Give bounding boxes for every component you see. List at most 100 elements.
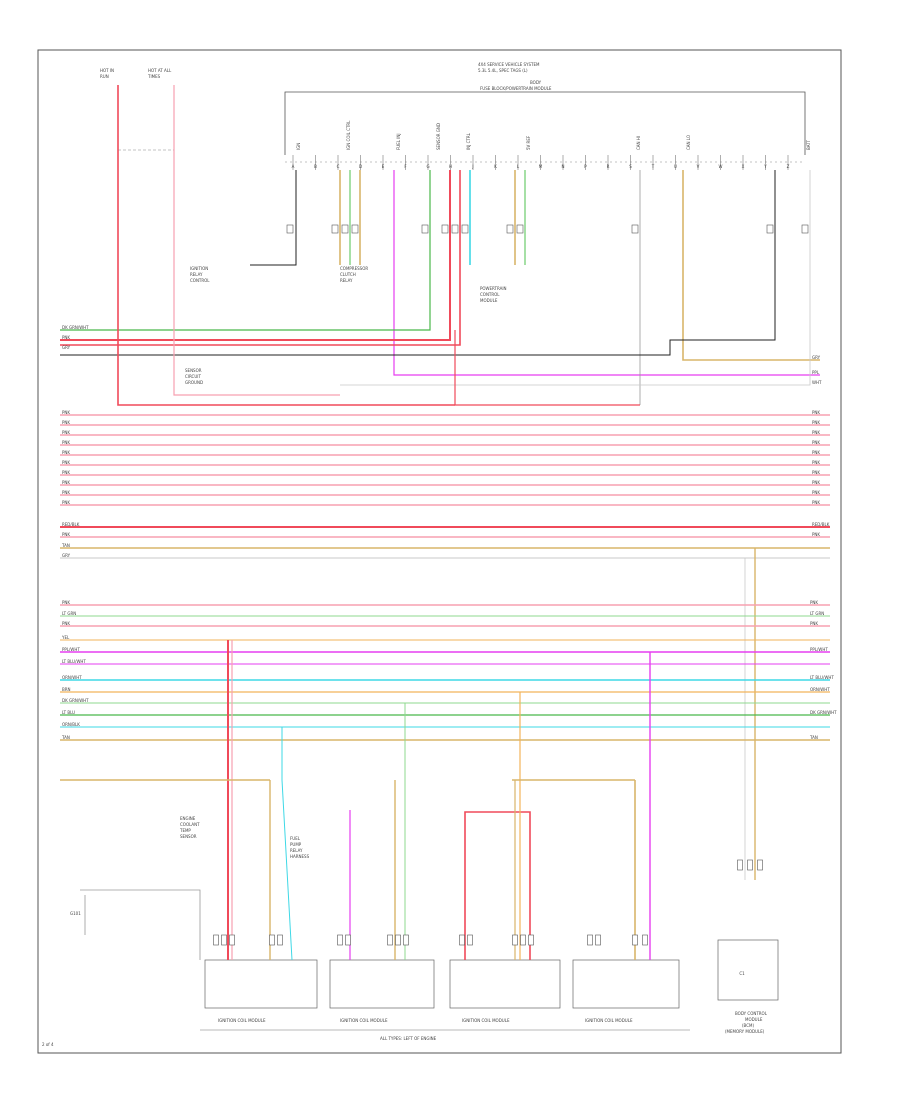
- connector-box-5: [441, 224, 449, 234]
- bus-pink-right-label-1: PNK: [812, 420, 820, 425]
- pcm-pin-label-W: W: [719, 164, 723, 169]
- bus-pink-right-label-5: PNK: [812, 460, 820, 465]
- connector-box-12: [801, 224, 809, 234]
- pcm-wire-red-1: [60, 170, 451, 341]
- bus-pink-left-label-4: PNK: [62, 450, 70, 455]
- bus-pink-right-label-0: PNK: [812, 410, 820, 415]
- coil-connector-0: [213, 934, 219, 946]
- pcm-wire-black: [60, 170, 776, 356]
- coil-connector-5: [337, 934, 343, 946]
- coil-module-4: [572, 959, 680, 1009]
- bus3-right-label-6: DK GRN/WHT: [810, 710, 837, 715]
- bus3-left-label-5: LT BLU/WHT: [62, 659, 86, 664]
- coil-connector-21: [757, 859, 763, 871]
- coil-connector-12: [512, 934, 518, 946]
- drop-coil1-cyan: [281, 727, 293, 961]
- coil-connector-14: [528, 934, 534, 946]
- pcm-pin-label-V: V: [697, 164, 700, 169]
- coil-module-3-caption: IGNITION COIL MODULE: [462, 1018, 510, 1023]
- pcm-pin-label-A: A: [292, 164, 295, 169]
- pcm-signal-label-3: SENSOR GND: [436, 123, 441, 150]
- pcm-title-line-1: 4X4 SERVICE VEHICLE SYSTEM: [478, 62, 540, 67]
- pcm-pin-label-H: H: [449, 164, 452, 169]
- component-labels: IGNITION RELAY CONTROL COMPRESSOR CLUTCH…: [42, 266, 768, 1047]
- connector-box-1: [331, 224, 339, 234]
- pcm-pin-label-X: X: [742, 164, 745, 169]
- bus3-left-label-9: LT BLU: [62, 710, 75, 715]
- pcm-pin-label-G: G: [426, 164, 429, 169]
- coil-connector-13: [520, 934, 526, 946]
- bus2-right-label-0: RED/BLK: [812, 522, 830, 527]
- bus1-right-label-0: GRY: [812, 355, 821, 360]
- bcm-label-1: BODY CONTROL: [735, 1011, 768, 1016]
- bus3-right-label-5: LT BLU/WHT: [810, 675, 834, 680]
- connector-box-7: [461, 224, 469, 234]
- pcm-signal-label-4: INJ CTRL: [466, 132, 471, 150]
- pcm-wire-green: [60, 170, 431, 331]
- bus3-left-label-0: PNK: [62, 600, 70, 605]
- connector-box-2: [341, 224, 349, 234]
- fuel-label-4: HARNESS: [290, 854, 310, 859]
- compressor-label-1: COMPRESSOR: [340, 266, 368, 271]
- bus2-left-label-0: RED/BLK: [62, 522, 80, 527]
- pcm-pin-label-D: D: [359, 164, 362, 169]
- coil-module-2: [329, 959, 435, 1009]
- bus2-left-label-2: TAN: [61, 543, 70, 548]
- bus-pink-left-label-9: PNK: [62, 500, 70, 505]
- bus1-right-label-1: PPL: [812, 370, 820, 375]
- bus-pink-left-label-6: PNK: [62, 470, 70, 475]
- hot-in-run-wire: [117, 85, 455, 406]
- pcm-signal-label-6: CAN HI: [636, 136, 641, 150]
- pcm-title-line-2: 5.3L 5.4L, SPEC TAGS (L): [478, 68, 528, 73]
- bus-pink-left-label-7: PNK: [62, 480, 70, 485]
- ignition-coil-modules: IGNITION COIL MODULE IGNITION COIL MODUL…: [200, 939, 779, 1031]
- connector-box-11: [766, 224, 774, 234]
- coil-connector-6: [345, 934, 351, 946]
- pcm-pin-label-F: F: [404, 164, 407, 169]
- bus-pink-left-label-5: PNK: [62, 460, 70, 465]
- fuel-label-3: RELAY: [290, 848, 303, 853]
- bus-pink-left-label-8: PNK: [62, 490, 70, 495]
- pcm-pin-label-B: B: [314, 164, 317, 169]
- bcm-label-3: (BCM): [742, 1023, 754, 1028]
- bus3-left-label-7: BRN: [62, 687, 71, 692]
- bus3-right-label-1: LT GRN: [810, 611, 824, 616]
- coil-connector-11: [467, 934, 473, 946]
- bus3-left-label-10: ORN/BLK: [62, 722, 80, 727]
- bus-pink-left-label-1: PNK: [62, 420, 70, 425]
- coil-connector-18: [642, 934, 648, 946]
- wire-layer: [60, 85, 830, 961]
- pcm-pin-label-J: J: [471, 164, 473, 169]
- bus3-left-label-6: ORN/WHT: [62, 675, 82, 680]
- hot-at-all-times-label-2: TIMES: [147, 74, 161, 79]
- coil-connector-8: [395, 934, 401, 946]
- bus1-left-label-0: DK GRN/WHT: [62, 325, 89, 330]
- bus3-right-label-2: PNK: [810, 621, 818, 626]
- bus3-left-label-4: PPL/WHT: [62, 647, 80, 652]
- connector-box-0: [286, 224, 294, 234]
- bus3-left-label-11: TAN: [61, 735, 70, 740]
- pcm-pin-label-M: M: [539, 164, 543, 169]
- pcm-wire-tan-4: [682, 170, 820, 361]
- coil-connector-2: [229, 934, 235, 946]
- pcm-label-1: POWERTRAIN: [480, 286, 507, 291]
- pcm-wire-red-3: [454, 330, 640, 406]
- pcm-pin-label-E: E: [382, 164, 385, 169]
- connector-box-6: [451, 224, 459, 234]
- connector-box-3: [351, 224, 359, 234]
- bus-pink-right-label-9: PNK: [812, 500, 820, 505]
- bus1-left-label-2: GRY: [62, 345, 71, 350]
- pcm-pin-label-Z: Z: [787, 164, 790, 169]
- pcm-title-line-3: BODY: [530, 80, 542, 85]
- power-source-labels: HOT IN RUN HOT AT ALL TIMES: [100, 68, 174, 151]
- relay-label-1: IGNITION: [190, 266, 208, 271]
- coolant-label-2: COOLANT: [180, 822, 200, 827]
- coil-connector-10: [459, 934, 465, 946]
- coolant-label-4: SENSOR: [180, 834, 197, 839]
- pcm-pin-label-N: N: [562, 164, 565, 169]
- coolant-label-1: ENGINE: [180, 816, 196, 821]
- pcm-pin-label-U: U: [674, 164, 677, 169]
- bus3-right-label-7: TAN: [809, 735, 818, 740]
